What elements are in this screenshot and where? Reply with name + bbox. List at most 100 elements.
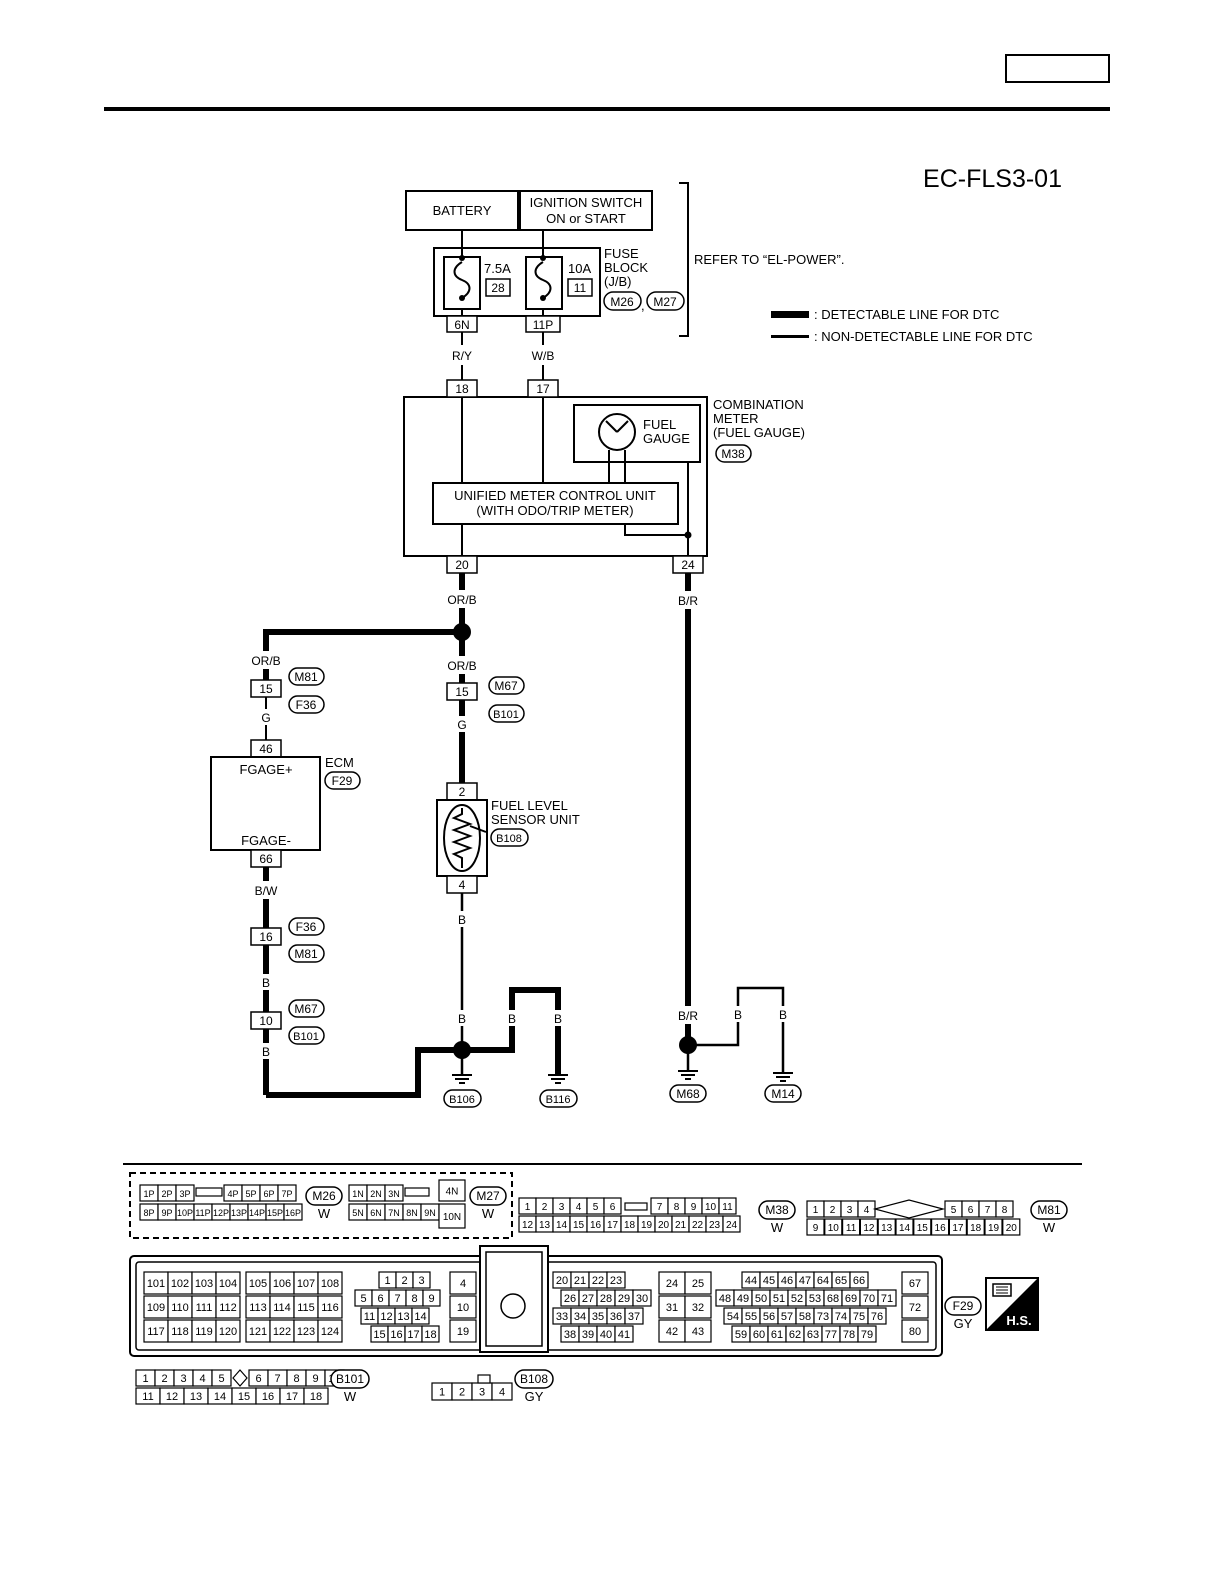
pin-label: 52 <box>791 1293 803 1305</box>
svg-text:4: 4 <box>459 878 466 892</box>
pin-cell <box>421 1325 440 1343</box>
pin-label: 18 <box>624 1220 636 1231</box>
svg-text:28: 28 <box>491 281 505 295</box>
pin-label: 22 <box>692 1220 704 1231</box>
pin-label: 58 <box>799 1311 811 1323</box>
svg-text:M14: M14 <box>771 1087 795 1101</box>
pin-label: 56 <box>763 1311 775 1323</box>
pin-label: 4 <box>460 1278 466 1290</box>
connector-badge <box>514 1369 554 1389</box>
svg-text:OR/B: OR/B <box>251 654 280 668</box>
svg-text:46: 46 <box>259 742 273 756</box>
svg-text:W/B: W/B <box>532 349 555 363</box>
pin-label: 26 <box>564 1293 576 1305</box>
pin-label: 71 <box>881 1293 893 1305</box>
pin-cell <box>277 1184 297 1202</box>
pin-label: 19 <box>641 1220 653 1231</box>
pin-label: 24 <box>726 1220 738 1231</box>
pin-label: 9P <box>161 1208 172 1218</box>
pin-cell <box>995 1200 1014 1218</box>
pin-cell <box>1002 1218 1021 1236</box>
svg-text:UNIFIED METER CONTROL UNIT: UNIFIED METER CONTROL UNIT <box>454 488 656 503</box>
pin-label: 118 <box>171 1326 189 1338</box>
pin-label: 105 <box>249 1278 267 1290</box>
pin-label: 18 <box>424 1329 436 1341</box>
pin-label: 69 <box>845 1293 857 1305</box>
svg-text:G: G <box>457 718 466 732</box>
pin-label: 11 <box>846 1223 857 1234</box>
pin-label: 2N <box>370 1189 382 1199</box>
pin-label: 46 <box>781 1275 793 1287</box>
pin-label: 3 <box>559 1202 565 1213</box>
pin-label: 1 <box>384 1275 390 1287</box>
svg-text:M81: M81 <box>294 947 318 961</box>
connector-color: W <box>344 1389 357 1404</box>
svg-text:FGAGE+: FGAGE+ <box>239 762 292 777</box>
svg-text:M67: M67 <box>294 1002 318 1016</box>
fuse-28-holder <box>443 256 481 310</box>
svg-text:24: 24 <box>681 558 695 572</box>
pin-cell <box>684 1319 712 1343</box>
pin-label: 27 <box>582 1293 594 1305</box>
pin-label: 33 <box>556 1311 568 1323</box>
pin-label: 62 <box>789 1329 801 1341</box>
pin-label: 2P <box>161 1189 172 1199</box>
pin-label: 113 <box>249 1302 267 1314</box>
pin-label: 74 <box>835 1311 847 1323</box>
pin-label: 3 <box>180 1373 186 1385</box>
pin-label: 1P <box>143 1189 154 1199</box>
pin-label: 9 <box>428 1293 434 1305</box>
pin-label: 8N <box>406 1208 418 1218</box>
svg-text:M38: M38 <box>721 447 745 461</box>
pin-label: 6 <box>968 1205 974 1216</box>
pin-label: 3N <box>388 1189 400 1199</box>
pin-label: 124 <box>321 1326 339 1338</box>
svg-text:(WITH ODO/TRIP METER): (WITH ODO/TRIP METER) <box>476 503 633 518</box>
pin-cell <box>449 1295 477 1319</box>
pin-label: 2 <box>161 1373 167 1385</box>
pin-cell <box>384 1184 404 1202</box>
pin-label: 13 <box>539 1220 551 1231</box>
fuel-gauge-label-1: FUEL <box>643 417 676 432</box>
header-rule <box>104 107 1110 111</box>
meter-title-3: (FUEL GAUGE) <box>713 425 805 440</box>
pin-label: 54 <box>727 1311 739 1323</box>
pin-label: 9N <box>424 1208 436 1218</box>
connector-name: B101 <box>336 1372 364 1386</box>
pin-cell <box>317 1295 343 1319</box>
svg-text:B: B <box>779 1008 787 1022</box>
pin-label: 1 <box>525 1202 531 1213</box>
pin-cell <box>624 1307 644 1325</box>
svg-text:R/Y: R/Y <box>452 349 472 363</box>
pin-label: 15 <box>573 1220 585 1231</box>
pin-label: 76 <box>871 1311 883 1323</box>
pin-label: 72 <box>909 1302 921 1314</box>
harness-side-icon: H.S. <box>985 1277 1039 1331</box>
pin-label: 14 <box>414 1311 426 1323</box>
pin-label: 8 <box>674 1202 680 1213</box>
pin-label: 5 <box>951 1205 957 1216</box>
pin-label: 4 <box>864 1205 870 1216</box>
pin-label: 4P <box>227 1189 238 1199</box>
pin-label: 14 <box>214 1391 226 1403</box>
fuel-gauge-label-2: GAUGE <box>643 431 690 446</box>
pin-label: 111 <box>196 1302 213 1314</box>
pin-label: 53 <box>809 1293 821 1305</box>
pin-label: 22 <box>592 1275 604 1287</box>
pin-label: 57 <box>781 1311 793 1323</box>
pin-label: 5 <box>360 1293 366 1305</box>
pin-label: 12 <box>166 1391 178 1403</box>
pin-label: 63 <box>807 1329 819 1341</box>
pin-label: 9 <box>813 1223 819 1234</box>
pin-label: 20 <box>556 1275 568 1287</box>
ground-icon <box>548 1074 568 1084</box>
pin-label: 21 <box>574 1275 586 1287</box>
pin-label: 7 <box>657 1202 663 1213</box>
svg-text:15: 15 <box>259 682 273 696</box>
svg-text:F36: F36 <box>296 920 317 934</box>
refer-text: REFER TO “EL-POWER”. <box>694 252 844 267</box>
connector-name: F29 <box>953 1299 974 1313</box>
pin-cell <box>966 1218 985 1236</box>
pin-label: 8 <box>411 1293 417 1305</box>
pin-label: 78 <box>843 1329 855 1341</box>
